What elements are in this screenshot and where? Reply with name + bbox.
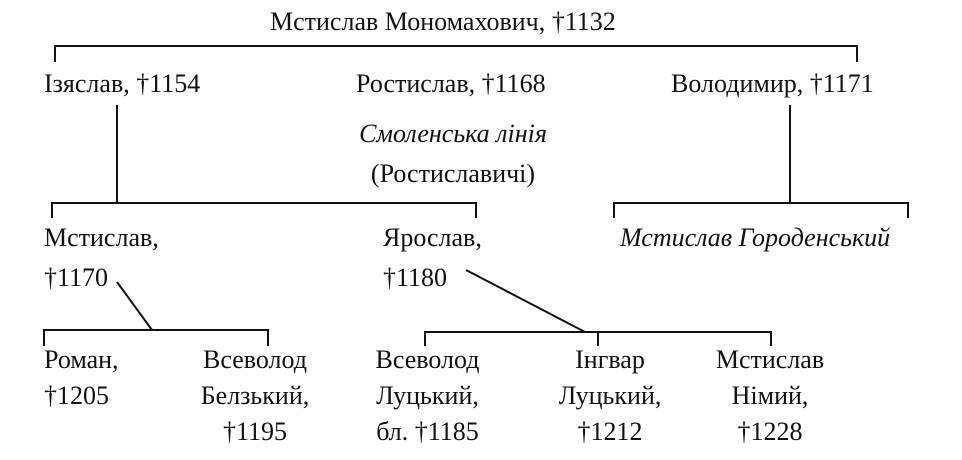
root-bracket-line — [54, 45, 858, 62]
vsevolod-lutskyi-line1: Всеволод — [375, 345, 480, 374]
vsevolod-belzkyi-line2: Белзький, — [200, 381, 310, 410]
roman-line2: †1205 — [44, 381, 109, 410]
node-roman: Роман, †1205 — [44, 344, 119, 412]
root-label: Мстислав Мономахович, †1132 — [270, 7, 616, 36]
smolensk-branch-subtitle: (Ростиславичі) — [370, 159, 536, 188]
mstyslav-descent-line — [116, 281, 153, 331]
iziaslav-children-bracket — [51, 202, 477, 218]
yaroslav-line1: Ярослав, — [383, 223, 482, 252]
node-mstyslav: Мстислав, †1170 — [44, 222, 159, 294]
node-iziaslav: Ізяслав, †1154 — [44, 68, 200, 100]
node-rostyslav: Ростислав, †1168 — [356, 68, 546, 100]
volodymyr-children-bracket — [613, 202, 909, 218]
ingvar-line1: Інгвар — [575, 345, 645, 374]
root-mstyslav-monomakhovych: Мстислав Мономахович, †1132 — [270, 6, 616, 38]
node-vsevolod-lutskyi: Всеволод Луцький, бл. †1185 — [350, 344, 505, 448]
mstyslav-line2: †1170 — [44, 263, 109, 292]
yaroslav-line2: †1180 — [383, 263, 448, 292]
smolensk-branch-title: Смоленська лінія — [359, 119, 547, 148]
mstyslav-horodenskyi-label: Мстислав Городенський — [620, 223, 891, 252]
mstyslav-children-bracket — [43, 329, 269, 346]
mstyslav-nimyi-line2: Німий, — [731, 381, 809, 410]
ingvar-line3: †1212 — [577, 417, 643, 446]
node-ingvar: Інгвар Луцький, †1212 — [540, 344, 680, 448]
ingvar-line2: Луцький, — [558, 381, 662, 410]
yaroslav-descent-line — [465, 269, 586, 333]
rostyslav-label: Ростислав, †1168 — [356, 69, 546, 98]
vsevolod-lutskyi-line3: бл. †1185 — [376, 417, 479, 446]
iziaslav-label: Ізяслав, †1154 — [44, 69, 201, 98]
node-yaroslav: Ярослав, †1180 — [383, 222, 482, 294]
node-mstyslav-horodenskyi: Мстислав Городенський — [620, 222, 890, 254]
vsevolod-belzkyi-line3: †1195 — [222, 417, 288, 446]
volodymyr-label: Володимир, †1171 — [671, 69, 874, 98]
roman-line1: Роман, — [44, 345, 119, 374]
mstyslav-line1: Мстислав, — [44, 223, 159, 252]
mstyslav-nimyi-line1: Мстислав — [715, 345, 825, 374]
node-volodymyr: Володимир, †1171 — [671, 68, 874, 100]
vsevolod-belzkyi-line1: Всеволод — [203, 345, 307, 374]
node-vsevolod-belzkyi: Всеволод Белзький, †1195 — [180, 344, 330, 448]
node-mstyslav-nimyi: Мстислав Німий, †1228 — [700, 344, 840, 448]
vsevolod-lutskyi-line2: Луцький, — [376, 381, 479, 410]
smolensk-branch-note: Смоленська лінія (Ростиславичі) — [338, 118, 568, 190]
mstyslav-nimyi-line3: †1228 — [737, 417, 803, 446]
